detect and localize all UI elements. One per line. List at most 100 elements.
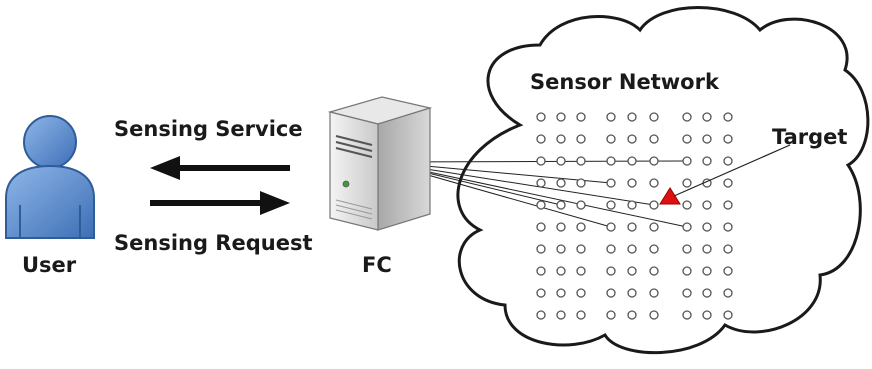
sensor-node: [702, 266, 712, 276]
sensor-node: [606, 266, 616, 276]
sensor-node: [536, 178, 546, 188]
sensor-node: [627, 200, 637, 210]
sensor-node: [556, 200, 566, 210]
sensor-node: [576, 266, 586, 276]
sensor-node: [606, 112, 616, 122]
sensor-node: [723, 178, 733, 188]
sensor-node: [723, 156, 733, 166]
user-label: User: [22, 253, 77, 277]
sensor-node: [682, 200, 692, 210]
sensor-node: [536, 222, 546, 232]
sensor-node: [556, 244, 566, 254]
sensor-node: [723, 310, 733, 320]
sensor-node: [576, 222, 586, 232]
fc-link-line: [381, 161, 688, 228]
sensor-node: [556, 288, 566, 298]
sensor-node: [576, 200, 586, 210]
sensor-node: [682, 222, 692, 232]
sensor-node: [649, 222, 659, 232]
sensor-node: [536, 244, 546, 254]
sensor-node: [556, 178, 566, 188]
sensor-node: [649, 244, 659, 254]
sensor-node: [627, 112, 637, 122]
sensor-node: [702, 244, 712, 254]
sensor-node: [682, 266, 692, 276]
sensor-node: [606, 244, 616, 254]
cloud-outline: [456, 6, 870, 355]
sensor-node: [556, 266, 566, 276]
sensor-node: [576, 178, 586, 188]
sensor-node: [606, 178, 616, 188]
sensor-node: [576, 310, 586, 320]
sensor-node: [682, 178, 692, 188]
sensor-node: [627, 310, 637, 320]
sensing-service-label: Sensing Service: [114, 117, 303, 141]
sensor-node: [682, 112, 692, 122]
sensor-node: [627, 288, 637, 298]
sensor-node: [723, 222, 733, 232]
sensor-node: [606, 288, 616, 298]
sensor-node: [576, 112, 586, 122]
sensor-node: [723, 200, 733, 210]
sensor-node: [536, 310, 546, 320]
sensor-node: [702, 310, 712, 320]
sensor-node: [702, 134, 712, 144]
sensor-node: [556, 112, 566, 122]
sensor-node: [627, 266, 637, 276]
sensor-node: [606, 222, 616, 232]
sensor-node: [536, 156, 546, 166]
sensor-node: [536, 134, 546, 144]
sensor-node: [649, 134, 659, 144]
sensor-node: [576, 244, 586, 254]
sensor-node: [536, 200, 546, 210]
sensor-node: [702, 112, 712, 122]
sensor-node: [556, 134, 566, 144]
sensor-node: [606, 310, 616, 320]
fc-label: FC: [362, 253, 392, 277]
sensor-node: [723, 134, 733, 144]
sensor-node: [723, 266, 733, 276]
sensing-service-arrow: [150, 156, 290, 180]
sensor-node: [627, 244, 637, 254]
sensor-node: [723, 112, 733, 122]
sensor-node: [556, 156, 566, 166]
sensor-node: [627, 222, 637, 232]
sensor-node: [606, 156, 616, 166]
sensor-node: [627, 178, 637, 188]
sensor-node: [536, 112, 546, 122]
sensor-node: [682, 134, 692, 144]
sensor-node: [649, 178, 659, 188]
sensor-node: [627, 134, 637, 144]
sensor-node: [576, 156, 586, 166]
sensor-node: [702, 288, 712, 298]
sensor-node: [606, 200, 616, 210]
server-tower-icon: [327, 96, 433, 231]
sensor-node: [649, 266, 659, 276]
sensor-node: [682, 288, 692, 298]
sensor-node: [576, 134, 586, 144]
sensor-node: [702, 222, 712, 232]
target-label: Target: [772, 125, 847, 149]
sensor-node: [702, 156, 712, 166]
sensor-node: [649, 310, 659, 320]
sensor-node: [556, 222, 566, 232]
user-person-icon: [5, 115, 95, 239]
sensor-node: [649, 112, 659, 122]
sensor-node: [536, 288, 546, 298]
sensor-node: [649, 156, 659, 166]
sensor-network-title: Sensor Network: [530, 70, 720, 94]
sensor-node: [606, 134, 616, 144]
target-pointer-line: [673, 144, 791, 197]
sensor-node: [723, 288, 733, 298]
sensor-node: [627, 156, 637, 166]
sensor-node: [536, 266, 546, 276]
sensor-node: [682, 156, 692, 166]
sensor-node: [649, 200, 659, 210]
sensor-grid: [536, 112, 733, 320]
sensor-node: [556, 310, 566, 320]
sensing-request-label: Sensing Request: [114, 231, 313, 255]
sensor-node: [723, 244, 733, 254]
sensor-node: [649, 288, 659, 298]
